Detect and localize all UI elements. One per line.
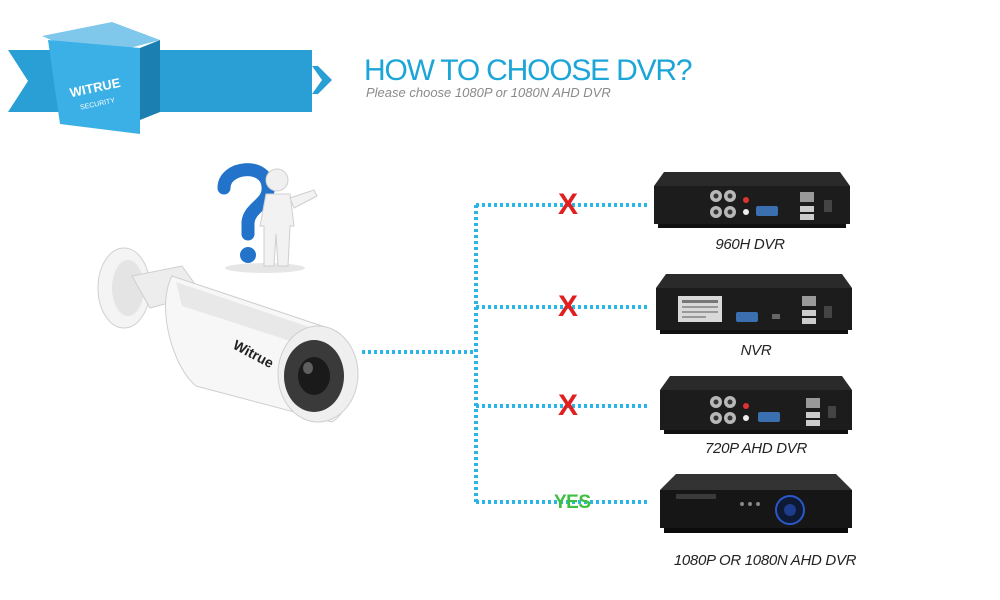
dvr-device-960h [654, 172, 850, 228]
dvr-device-nvr [656, 274, 852, 334]
logo-box-top [42, 22, 160, 58]
dvr-label: NVR [740, 342, 772, 359]
dvr-label: 960H DVR [715, 236, 785, 253]
ribbon-right [140, 50, 312, 112]
dvr-device-1080p [660, 474, 852, 533]
accept-mark: YES [554, 492, 591, 513]
logo-box-side [140, 40, 160, 120]
reject-mark: X [558, 389, 579, 422]
logo-box-front [48, 40, 140, 134]
dvr-label: 1080P OR 1080N AHD DVR [673, 552, 857, 569]
right-arrow-icon [312, 66, 332, 94]
page-subtitle: Please choose 1080P or 1080N AHD DVR [366, 85, 611, 100]
dvr-device-720p [660, 376, 852, 434]
dvr-label: 720P AHD DVR [705, 440, 807, 457]
reject-mark: X [558, 188, 579, 221]
question-mark-figure-icon [217, 163, 318, 273]
bullet-camera-icon: Witrue [97, 247, 359, 423]
brand-banner: WITRUE SECURITY [8, 22, 332, 134]
reject-mark: X [558, 290, 579, 323]
ribbon-left [8, 50, 60, 112]
page-title: HOW TO CHOOSE DVR? [364, 54, 693, 87]
